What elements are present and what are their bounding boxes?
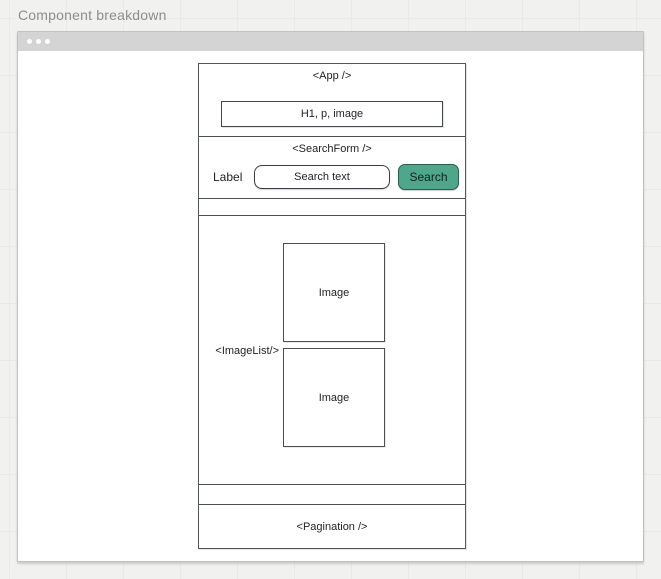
window-control-dot-icon (45, 39, 50, 44)
pagination-section: <Pagination /> (199, 504, 465, 548)
app-container: <App /> H1, p, image <SearchForm /> Labe… (198, 63, 466, 549)
image-placeholder: Image (283, 243, 385, 343)
app-component-label: <App /> (312, 70, 352, 82)
searchform-component-label: <SearchForm /> (292, 142, 372, 155)
image-placeholder-label: Image (318, 286, 350, 299)
image-placeholder-label: Image (318, 391, 350, 404)
browser-window: <App /> H1, p, image <SearchForm /> Labe… (17, 31, 644, 562)
image-placeholder: Image (283, 348, 385, 448)
search-input[interactable]: Search text (254, 164, 390, 189)
content-placeholder-label: H1, p, image (300, 108, 364, 120)
window-titlebar[interactable] (18, 32, 643, 51)
diagram-title: Component breakdown (18, 7, 167, 23)
searchform-section: <SearchForm /> Label Search text Search (199, 135, 465, 199)
app-header-section: <App /> H1, p, image (199, 64, 465, 136)
spacer-strip (199, 198, 465, 215)
pagination-component-label: <Pagination /> (296, 520, 368, 533)
window-body: <App /> H1, p, image <SearchForm /> Labe… (18, 51, 643, 561)
search-input-placeholder: Search text (294, 170, 350, 183)
window-control-dot-icon (36, 39, 41, 44)
window-control-dot-icon (27, 39, 32, 44)
imagelist-section: <ImageList/> Image Image (199, 215, 465, 484)
content-placeholder-box: H1, p, image (221, 101, 443, 127)
search-field-label: Label (213, 169, 243, 184)
imagelist-component-label: <ImageList/> (215, 345, 279, 358)
spacer-strip (199, 484, 465, 504)
search-button[interactable]: Search (398, 163, 459, 190)
